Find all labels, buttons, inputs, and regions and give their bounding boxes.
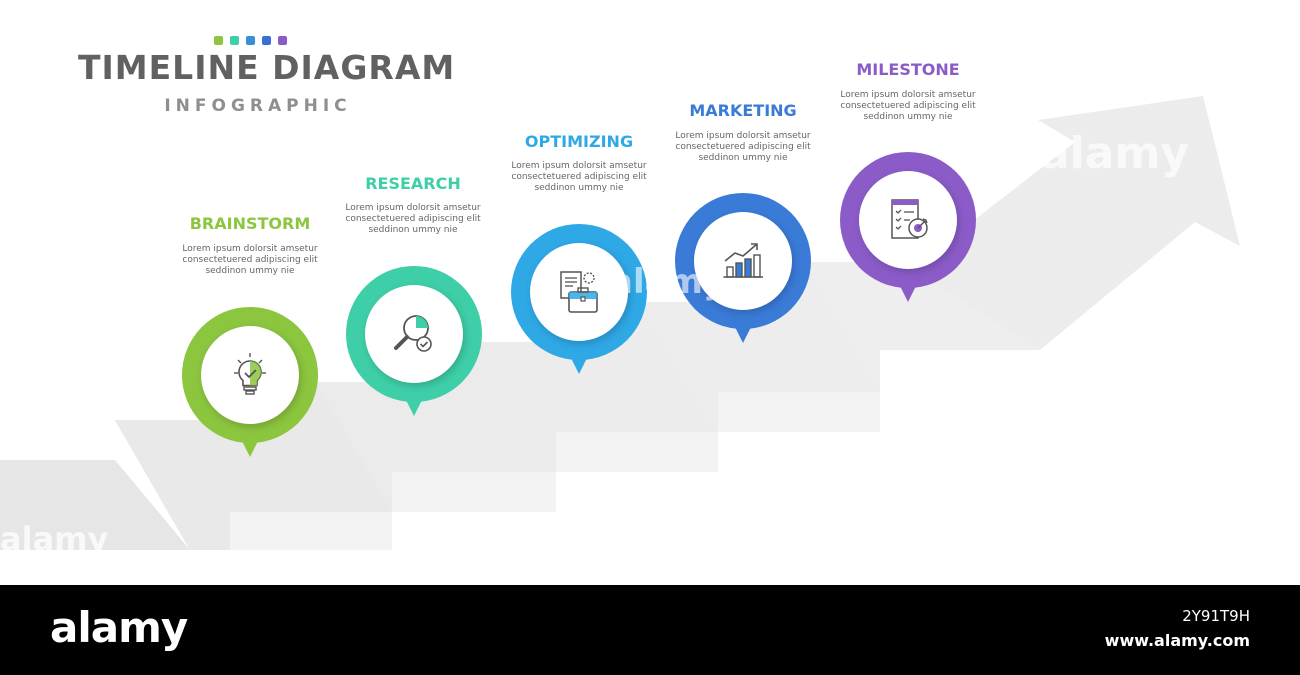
- infographic-canvas: TIMELINE DIAGRAM INFOGRAPHIC BRAINSTORM …: [0, 36, 1240, 550]
- stair-riser-1: [230, 512, 392, 550]
- step-heading-brainstorm: BRAINSTORM: [189, 214, 311, 233]
- description-line: consectetuered adipiscing elit: [182, 255, 318, 265]
- step-pin-research: [346, 266, 482, 422]
- step-description-optimizing: Lorem ipsum dolorsit amsetur consectetue…: [479, 161, 679, 194]
- description-line: Lorem ipsum dolorsit amsetur: [511, 161, 647, 171]
- description-line: consectetuered adipiscing elit: [675, 142, 811, 152]
- step-pin-brainstorm: [182, 307, 318, 463]
- color-dots: [214, 36, 287, 45]
- magnifier-check-icon: [365, 285, 463, 383]
- description-line: Lorem ipsum dolorsit amsetur: [840, 90, 976, 100]
- step-description-brainstorm: Lorem ipsum dolorsit amsetur consectetue…: [150, 244, 350, 277]
- color-dot: [214, 36, 223, 45]
- step-pin-marketing: [675, 193, 811, 349]
- step-heading-milestone: MILESTONE: [856, 60, 960, 79]
- stair-tread-0: [0, 460, 190, 550]
- page-subtitle: INFOGRAPHIC: [164, 96, 352, 116]
- description-line: seddinon ummy nie: [863, 112, 953, 122]
- color-dot: [246, 36, 255, 45]
- stair-riser-2: [392, 472, 556, 512]
- alamy-logo: alamy: [50, 603, 188, 652]
- stair-tread-1: [115, 382, 392, 550]
- stair-tread-5: [805, 262, 1040, 392]
- checklist-target-icon: [859, 171, 957, 269]
- description-line: Lorem ipsum dolorsit amsetur: [182, 244, 318, 254]
- description-line: seddinon ummy nie: [205, 266, 295, 276]
- step-pin-optimizing: [511, 224, 647, 380]
- growth-chart-icon: [694, 212, 792, 310]
- description-line: consectetuered adipiscing elit: [840, 101, 976, 111]
- growth-arrow: [900, 96, 1240, 350]
- staircase-arrow-graphic: [0, 96, 1240, 550]
- stair-riser-4: [718, 392, 880, 432]
- step-heading-research: RESEARCH: [365, 174, 461, 193]
- step-heading-optimizing: OPTIMIZING: [524, 132, 634, 151]
- description-line: seddinon ummy nie: [368, 225, 458, 235]
- description-line: consectetuered adipiscing elit: [345, 214, 481, 224]
- description-line: seddinon ummy nie: [698, 153, 788, 163]
- site-url: www.alamy.com: [1104, 631, 1250, 650]
- step-heading-marketing: MARKETING: [689, 101, 797, 120]
- footer-bar: alamy 2Y91T9H www.alamy.com: [0, 585, 1300, 675]
- stair-riser-3: [556, 432, 718, 472]
- step-description-marketing: Lorem ipsum dolorsit amsetur consectetue…: [643, 131, 843, 164]
- color-dot: [230, 36, 239, 45]
- page-title: TIMELINE DIAGRAM: [78, 48, 456, 87]
- description-line: consectetuered adipiscing elit: [511, 172, 647, 182]
- step-description-milestone: Lorem ipsum dolorsit amsetur consectetue…: [808, 90, 1008, 123]
- lightbulb-icon: [201, 326, 299, 424]
- image-id: 2Y91T9H: [1182, 607, 1250, 625]
- step-description-research: Lorem ipsum dolorsit amsetur consectetue…: [313, 203, 513, 236]
- description-line: seddinon ummy nie: [534, 183, 624, 193]
- briefcase-document-icon: [530, 243, 628, 341]
- description-line: Lorem ipsum dolorsit amsetur: [675, 131, 811, 141]
- step-pin-milestone: [840, 152, 976, 308]
- description-line: Lorem ipsum dolorsit amsetur: [345, 203, 481, 213]
- color-dot: [262, 36, 271, 45]
- color-dot: [278, 36, 287, 45]
